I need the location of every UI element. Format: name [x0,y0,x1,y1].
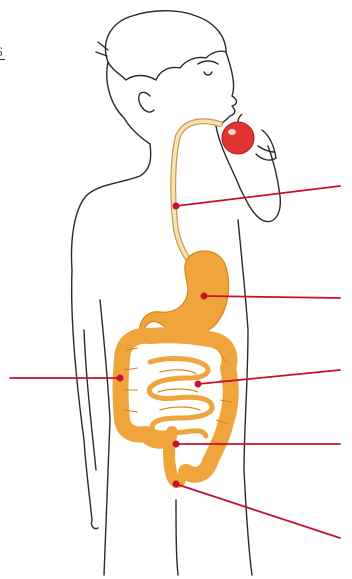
eye [204,72,212,75]
ear [139,92,154,112]
pointer-esophagus [173,186,341,210]
pointer-lines [10,186,340,538]
stomach [140,251,229,334]
rectum [169,432,180,482]
apple [222,114,254,154]
hair [105,11,226,80]
face-profile [216,52,237,126]
hand [256,130,276,160]
torso-right [238,220,252,575]
head [107,62,150,144]
leg-split [176,500,178,575]
neck-left [72,144,151,270]
eyebrow [198,61,218,64]
digestive-tract [121,121,233,482]
body-outline [72,11,281,575]
small-intestine [149,359,212,436]
pointer-rectum [173,441,341,448]
pointer-anus [173,481,341,539]
pointer-small-intestine [195,370,341,388]
torso-left [100,300,110,575]
left-arm [72,270,98,529]
